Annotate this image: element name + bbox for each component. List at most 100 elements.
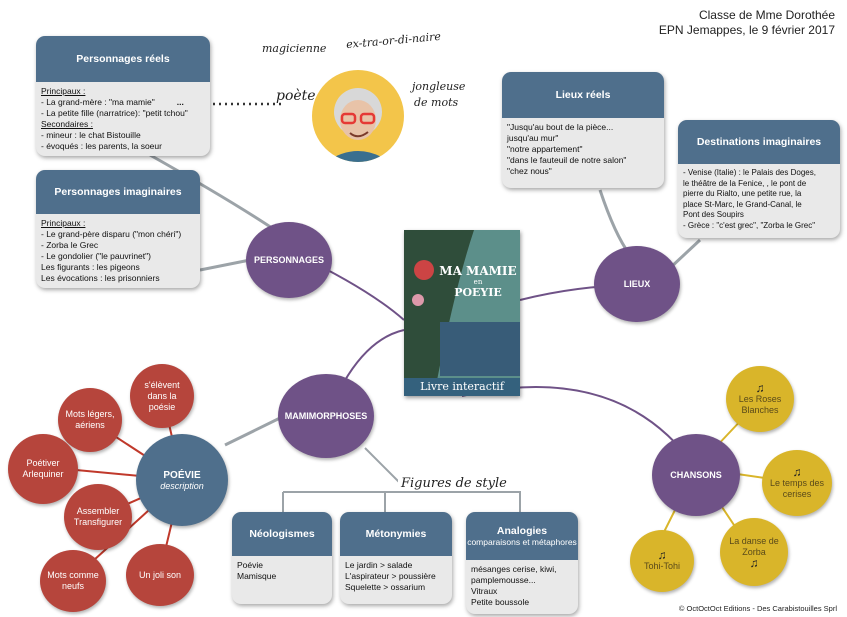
portrait-illustration <box>326 88 390 162</box>
grandmother-portrait <box>312 70 404 162</box>
card-line: - Le grand-père disparu ("mon chéri") <box>41 229 182 239</box>
chanson-item[interactable]: ♫ Le temps des cerises <box>762 450 832 516</box>
poevie-item[interactable]: Mots légers, aériens <box>58 388 122 452</box>
card-line: Secondaires : <box>41 119 93 129</box>
card-line: Vitraux <box>471 586 498 596</box>
book-title-line-3: POEYIE <box>454 286 502 299</box>
card-body: Poévie Mamisque <box>232 556 332 586</box>
card-line: - mineur : le chat Bistouille <box>41 130 141 140</box>
card-body: - Venise (Italie) : le Palais des Doges,… <box>678 164 840 235</box>
music-note-icon: ♫ <box>749 555 759 570</box>
music-note-icon: ♫ <box>755 380 765 395</box>
card-line: L'aspirateur > poussière <box>345 571 436 581</box>
card-metonymies: Métonymies Le jardin > salade L'aspirate… <box>340 512 452 604</box>
card-line: Mamisque <box>237 571 277 581</box>
poevie-item[interactable]: Poétiver Arlequiner <box>8 434 78 504</box>
card-line: Principaux : <box>41 86 86 96</box>
card-personnages-reels: Personnages réels Principaux : - La gran… <box>36 36 210 156</box>
card-line: le théâtre de la Fenice, , le pont de <box>683 178 807 188</box>
chanson-item[interactable]: ♫ Tohi-Tohi <box>630 530 694 592</box>
poevie-item[interactable]: s'élèvent dans la poésie <box>130 364 194 428</box>
poevie-item[interactable]: Mots comme neufs <box>40 550 106 612</box>
card-line: - évoqués : les parents, la soeur <box>41 141 162 151</box>
card-line: "chez nous" <box>507 166 552 176</box>
book-banner: Livre interactif <box>404 378 520 396</box>
node-mamimorphoses[interactable]: MAMIMORPHOSES <box>278 374 374 458</box>
card-line-text: - La grand-mère : "ma mamie" <box>41 97 155 107</box>
word-jongleuse: jongleuse <box>412 80 466 93</box>
card-line: Pont des Soupirs <box>683 210 744 219</box>
node-chansons[interactable]: CHANSONS <box>652 434 740 516</box>
card-body: Principaux : - La grand-mère : "ma mamie… <box>36 82 210 156</box>
card-body: mésanges cerise, kiwi, pamplemousse... V… <box>466 560 578 612</box>
card-title: Néologismes <box>232 512 332 556</box>
node-lieux[interactable]: LIEUX <box>594 246 680 322</box>
word-poete: poète <box>276 88 316 104</box>
card-line: - Venise (Italie) : le Palais des Doges, <box>683 168 816 177</box>
copyright-notice: © OctOctOct Editions - Des Carabistouill… <box>678 604 837 613</box>
card-line: mésanges cerise, kiwi, <box>471 564 557 574</box>
card-body: Le jardin > salade L'aspirateur > poussi… <box>340 556 452 597</box>
card-title: Personnages imaginaires <box>36 170 200 214</box>
center-book-cover[interactable]: MA MAMIE en POEYIE Livre interactif <box>404 230 520 396</box>
card-line: - Grèce : "c'est grec", "Zorba le Grec" <box>683 220 816 230</box>
card-line: Petite boussole <box>471 597 530 607</box>
card-line: Les figurants : les pigeons <box>41 262 140 272</box>
node-poevie-label: POÉVIE <box>163 469 201 481</box>
chanson-item[interactable]: La danse de Zorba ♫ <box>720 518 788 586</box>
poevie-item[interactable]: Un joli son <box>126 544 194 606</box>
node-poevie-sub: description <box>160 480 204 491</box>
music-note-icon: ♫ <box>792 464 802 479</box>
word-magicienne: magicienne <box>262 42 327 55</box>
book-title-line-1: MA MAMIE <box>439 264 517 278</box>
chanson-title: Tohi-Tohi <box>643 561 681 571</box>
header-line-2: EPN Jemappes, le 9 février 2017 <box>658 23 835 37</box>
card-title: Destinations imaginaires <box>678 120 840 164</box>
book-cover-art <box>404 230 520 396</box>
node-personnages[interactable]: PERSONNAGES <box>246 222 332 298</box>
chanson-title: Les Roses Blanches <box>738 393 782 415</box>
card-title: Métonymies <box>340 512 452 556</box>
ellipsis: ... <box>176 97 184 107</box>
word-de-mots: de mots <box>414 96 459 109</box>
card-body: Principaux : - Le grand-père disparu ("m… <box>36 214 200 288</box>
header-line-1: Classe de Mme Dorothée <box>698 8 835 22</box>
card-lieux-reels: Lieux réels "Jusqu'au bout de la pièce..… <box>502 72 664 188</box>
card-line: place St-Marc, le Grand-Canal, le <box>683 199 802 209</box>
figures-de-style-label: Figures de style <box>398 476 510 491</box>
card-line: - La petite fille (narratrice): "petit t… <box>41 108 188 118</box>
book-title-line-2: en <box>473 278 483 286</box>
card-header: Analogies comparaisons et métaphores <box>466 512 578 560</box>
card-line: Le jardin > salade <box>345 560 413 570</box>
card-line: pamplemousse... <box>471 575 536 585</box>
poevie-item[interactable]: Assembler Transfigurer <box>64 484 132 550</box>
card-line: - Zorba le Grec <box>41 240 99 250</box>
card-analogies: Analogies comparaisons et métaphores més… <box>466 512 578 614</box>
card-line: - La grand-mère : "ma mamie"... <box>41 97 205 108</box>
card-line: Principaux : <box>41 218 86 228</box>
chanson-title: La danse de Zorba <box>729 535 779 557</box>
node-poevie[interactable]: POÉVIE description <box>136 434 228 526</box>
card-title: Analogies <box>496 525 548 537</box>
card-personnages-imaginaires: Personnages imaginaires Principaux : - L… <box>36 170 200 288</box>
card-line: "Jusqu'au bout de la pièce... <box>507 122 614 132</box>
card-line: - Le gondolier ("le pauvrinet") <box>41 251 151 261</box>
chanson-item[interactable]: ♫ Les Roses Blanches <box>726 366 794 432</box>
card-body: "Jusqu'au bout de la pièce... jusqu'au m… <box>502 118 664 181</box>
card-line: Les évocations : les prisonniers <box>41 273 160 283</box>
card-line: pierre du Rialto, une petite rue, la <box>683 189 802 198</box>
card-line: "notre appartement" <box>507 144 583 154</box>
card-line: Poévie <box>237 560 263 570</box>
card-subtitle: comparaisons et métaphores <box>467 537 577 547</box>
card-line: Squelette > ossarium <box>345 582 426 592</box>
chanson-title: Le temps des cerises <box>769 477 825 499</box>
book-title: MA MAMIE en POEYIE <box>438 264 518 299</box>
card-title: Personnages réels <box>36 36 210 82</box>
card-line: "dans le fauteuil de notre salon" <box>507 155 627 165</box>
card-line: jusqu'au mur" <box>507 133 559 143</box>
music-note-icon: ♫ <box>657 548 667 562</box>
card-neologismes: Néologismes Poévie Mamisque <box>232 512 332 604</box>
class-header: Classe de Mme Dorothée EPN Jemappes, le … <box>659 8 835 38</box>
card-destinations-imaginaires: Destinations imaginaires - Venise (Itali… <box>678 120 840 238</box>
card-title: Lieux réels <box>502 72 664 118</box>
